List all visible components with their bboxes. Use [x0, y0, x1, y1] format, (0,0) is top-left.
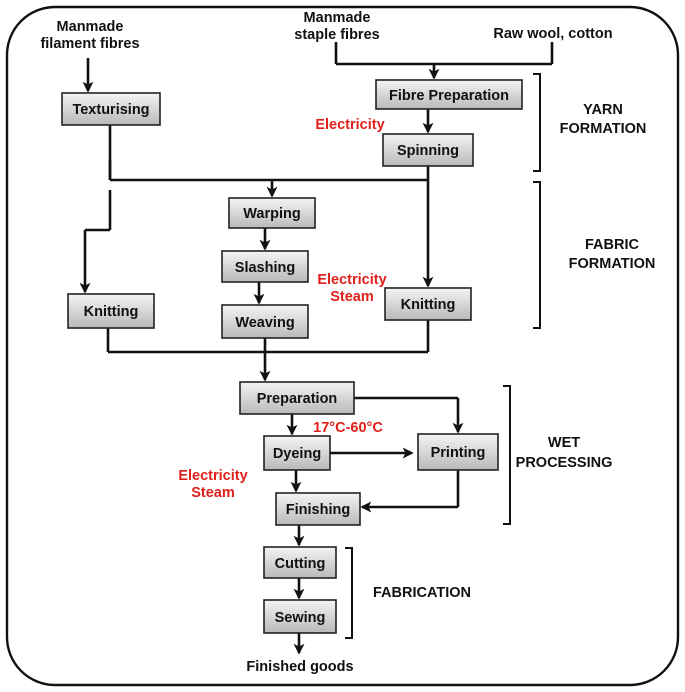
step-label: Fibre Preparation: [389, 88, 509, 104]
annotation-spinning-electricity: Electricity: [315, 117, 384, 133]
step-label: Preparation: [257, 391, 338, 407]
input-filament-line1: Manmade: [57, 19, 124, 35]
step-label: Spinning: [397, 143, 459, 159]
step-cutting: Cutting: [263, 546, 337, 579]
step-label: Warping: [243, 206, 300, 222]
step-sewing: Sewing: [263, 599, 337, 634]
step-warping: Warping: [228, 197, 316, 229]
step-dyeing: Dyeing: [263, 435, 331, 471]
bracket-wet-processing: [503, 385, 511, 525]
annotation-finishing-electricity: Electricity: [178, 468, 247, 484]
bracket-yarn-formation: [533, 73, 541, 172]
input-staple-line1: Manmade: [304, 10, 371, 26]
step-label: Texturising: [72, 102, 149, 118]
input-raw: Raw wool, cotton: [493, 26, 612, 42]
stage-yarn-line1: YARN: [583, 102, 623, 118]
annotation-dyeing-temperature: 17°C-60°C: [313, 420, 383, 436]
step-label: Sewing: [275, 610, 326, 626]
bracket-fabrication: [345, 547, 353, 639]
step-fibre-preparation: Fibre Preparation: [375, 79, 523, 110]
stage-fabrication: FABRICATION: [373, 585, 471, 601]
input-staple-line2: staple fibres: [294, 27, 379, 43]
stage-fabric-line2: FORMATION: [569, 256, 656, 272]
step-printing: Printing: [417, 433, 499, 471]
annotation-fabric-electricity: Electricity: [317, 272, 386, 288]
stage-wet-line2: PROCESSING: [516, 455, 613, 471]
step-label: Slashing: [235, 260, 295, 276]
step-label: Knitting: [401, 297, 456, 313]
annotation-fabric-steam: Steam: [330, 289, 374, 305]
step-knitting-right: Knitting: [384, 287, 472, 321]
bracket-fabric-formation: [533, 181, 541, 329]
outer-frame: [5, 5, 680, 687]
step-label: Cutting: [275, 556, 326, 572]
step-label: Printing: [431, 445, 486, 461]
step-label: Weaving: [235, 315, 294, 331]
stage-wet-line1: WET: [548, 435, 580, 451]
stage-fabric-line1: FABRIC: [585, 237, 640, 253]
step-label: Finishing: [286, 502, 350, 518]
step-texturising: Texturising: [61, 92, 161, 126]
step-label: Dyeing: [273, 446, 321, 462]
step-knitting-left: Knitting: [67, 293, 155, 329]
input-filament-line2: filament fibres: [40, 36, 139, 52]
step-slashing: Slashing: [221, 250, 309, 283]
step-weaving: Weaving: [221, 304, 309, 339]
step-label: Knitting: [84, 304, 139, 320]
step-preparation: Preparation: [239, 381, 355, 415]
stage-yarn-line2: FORMATION: [560, 121, 647, 137]
step-finishing: Finishing: [275, 492, 361, 526]
output-finished-goods: Finished goods: [246, 659, 353, 675]
connectors: [79, 42, 554, 655]
annotation-finishing-steam: Steam: [191, 485, 235, 501]
step-spinning: Spinning: [382, 133, 474, 167]
